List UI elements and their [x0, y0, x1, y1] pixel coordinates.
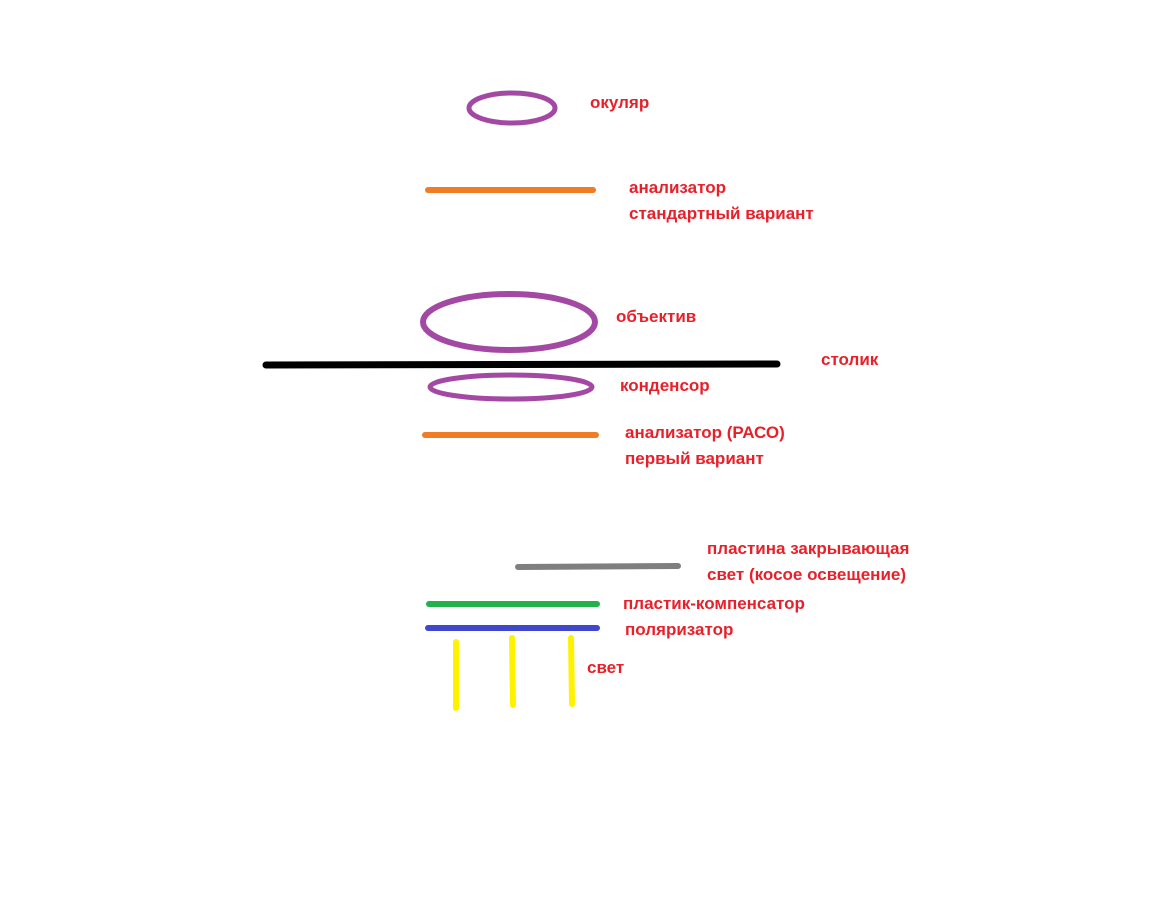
objective-label: объектив	[616, 304, 696, 330]
condenser-label: конденсор	[620, 373, 710, 399]
blocking-plate-label: пластина закрывающая свет (косое освещен…	[707, 536, 909, 588]
blocking-plate-label-line1: пластина закрывающая	[707, 539, 910, 558]
analyzer-standard-label: анализатор стандартный вариант	[629, 175, 814, 227]
objective-label-text: объектив	[616, 307, 697, 326]
polarizer-label: поляризатор	[625, 617, 733, 643]
eyepiece-label-text: окуляр	[590, 93, 650, 112]
stage-label: столик	[821, 347, 878, 373]
objective-ellipse	[420, 291, 598, 353]
compensator-label-text: пластик-компенсатор	[623, 594, 805, 613]
blocking-plate-label-line2: свет (косое освещение)	[707, 565, 907, 584]
analyzer-paco-label-line2: первый вариант	[625, 449, 764, 468]
light-ray-middle	[509, 635, 516, 708]
blocking-plate-line	[515, 563, 681, 570]
condenser-ellipse	[427, 372, 595, 402]
compensator-label: пластик-компенсатор	[623, 591, 805, 617]
stage-line	[262, 360, 781, 369]
analyzer-standard-label-line1: анализатор	[629, 178, 726, 197]
analyzer-paco-label-line1: анализатор (РАСО)	[625, 423, 785, 442]
eyepiece-label: окуляр	[590, 90, 649, 116]
analyzer-paco-label: анализатор (РАСО) первый вариант	[625, 420, 785, 472]
light-label: свет	[587, 655, 624, 681]
stage-label-text: столик	[821, 350, 879, 369]
condenser-label-text: конденсор	[620, 376, 710, 395]
light-ray-right	[568, 635, 575, 707]
analyzer-standard-label-line2: стандартный вариант	[629, 204, 814, 223]
polarizer-label-text: поляризатор	[625, 620, 734, 639]
eyepiece-ellipse	[466, 90, 558, 126]
light-label-text: свет	[587, 658, 625, 677]
